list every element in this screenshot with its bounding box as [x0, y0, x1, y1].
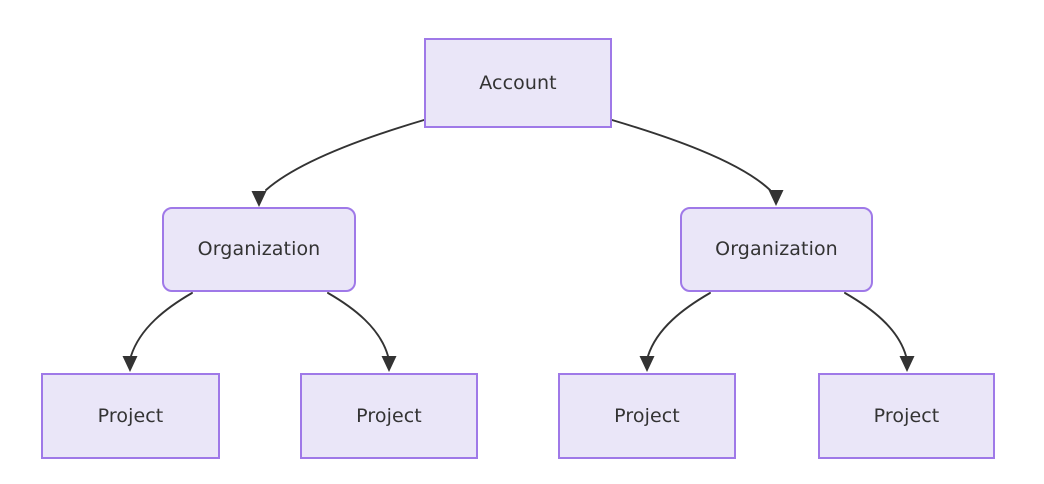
arrowhead-icon	[768, 190, 784, 206]
arrowhead-icon	[251, 191, 267, 207]
edge-organization-left-to-project-1	[122, 292, 193, 372]
edge-account-to-organization-left	[251, 119, 425, 207]
node-project-1-label: Project	[97, 404, 164, 427]
node-project-1[interactable]: Project	[41, 373, 220, 459]
edge-organization-right-to-project-4	[844, 292, 915, 372]
node-project-3-label: Project	[614, 404, 680, 427]
node-project-2[interactable]: Project	[300, 373, 478, 459]
edge-account-to-organization-right	[611, 119, 784, 206]
node-account-label: Account	[479, 71, 557, 94]
node-project-2-label: Project	[356, 404, 422, 427]
arrowhead-icon	[381, 356, 397, 372]
edge-organization-left-to-project-2	[327, 292, 397, 372]
arrowhead-icon	[122, 356, 138, 372]
node-account[interactable]: Account	[424, 38, 612, 128]
arrowhead-icon	[639, 356, 655, 372]
arrowhead-icon	[899, 356, 915, 372]
edge-organization-right-to-project-3	[639, 292, 711, 372]
node-organization-left[interactable]: Organization	[162, 207, 356, 292]
node-organization-right[interactable]: Organization	[680, 207, 873, 292]
node-project-4[interactable]: Project	[818, 373, 995, 459]
node-organization-right-label: Organization	[715, 238, 838, 261]
node-organization-left-label: Organization	[197, 238, 321, 261]
node-project-4-label: Project	[873, 404, 940, 427]
node-project-3[interactable]: Project	[558, 373, 736, 459]
